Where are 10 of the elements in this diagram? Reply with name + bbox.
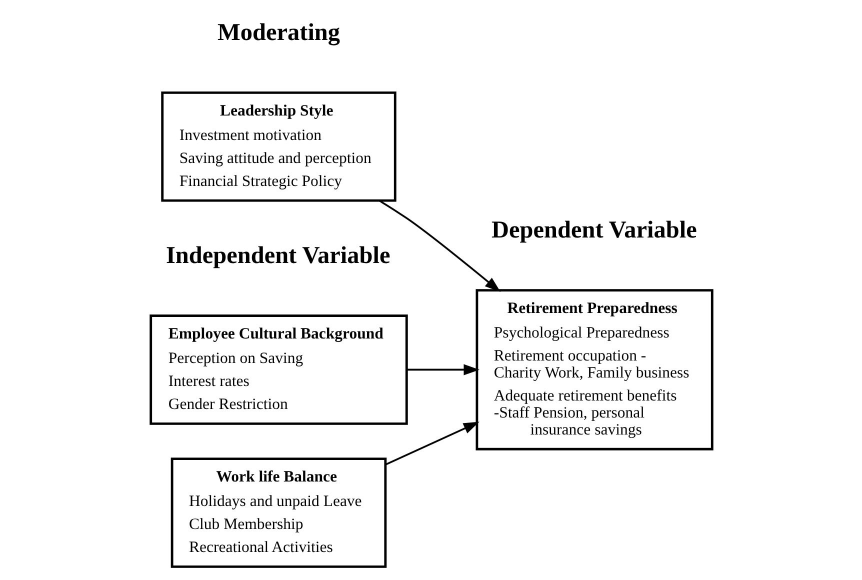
arrow [406, 364, 480, 376]
label: Independent Variable [166, 242, 390, 270]
node-box: Leadership Style Investment motivation Saving attitude and perception Financial Strategic Policy [160, 91, 396, 202]
node-box: Work life Balance Holidays and unpaid Leave Club Membership Recreational Activities [170, 458, 386, 568]
node-box: Retirement Preparedness Psychological Preparedness Retirement occupation - Charity Work, Family business Adequate retirement benefits -Staff Pension, personal insurance savings [475, 289, 713, 450]
label: Moderating [217, 18, 340, 46]
node-box: Employee Cultural Background Perception on Saving Interest rates Gender Restriction [149, 314, 408, 425]
arrow [378, 200, 500, 292]
arrow [384, 422, 479, 466]
label: Dependent Variable [491, 216, 696, 244]
